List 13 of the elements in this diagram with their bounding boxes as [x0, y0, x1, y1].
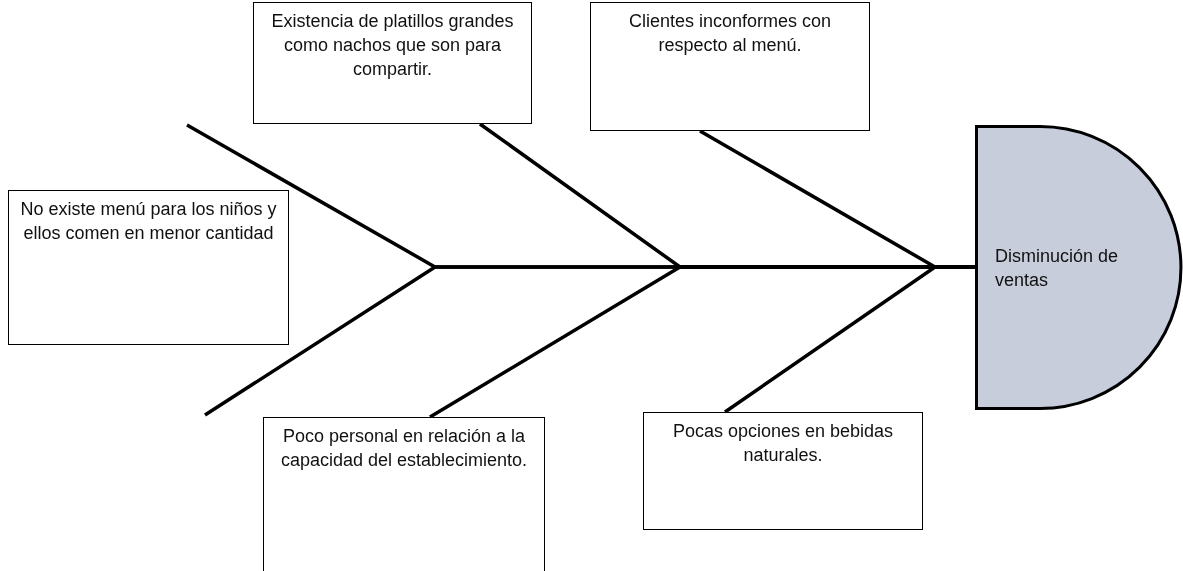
fishbone-line — [724, 265, 975, 414]
cause-text: Clientes inconformes con respecto al menú. — [627, 10, 833, 57]
cause-box — [643, 412, 923, 530]
cause-box — [590, 2, 870, 131]
cause-text: Pocas opciones en bebidas naturales. — [671, 420, 895, 467]
cause-text: Poco personal en relación a la capacidad del establecimiento. — [279, 425, 529, 472]
cause-box — [263, 417, 545, 571]
effect-head — [975, 125, 1183, 410]
cause-box — [253, 2, 532, 124]
cause-box — [8, 190, 289, 345]
cause-text: No existe menú para los niños y ellos comen en menor cantidad — [19, 198, 278, 245]
effect-text: Disminución de ventas — [995, 244, 1120, 292]
cause-text: Existencia de platillos grandes como nachos que son para compartir. — [270, 10, 515, 81]
